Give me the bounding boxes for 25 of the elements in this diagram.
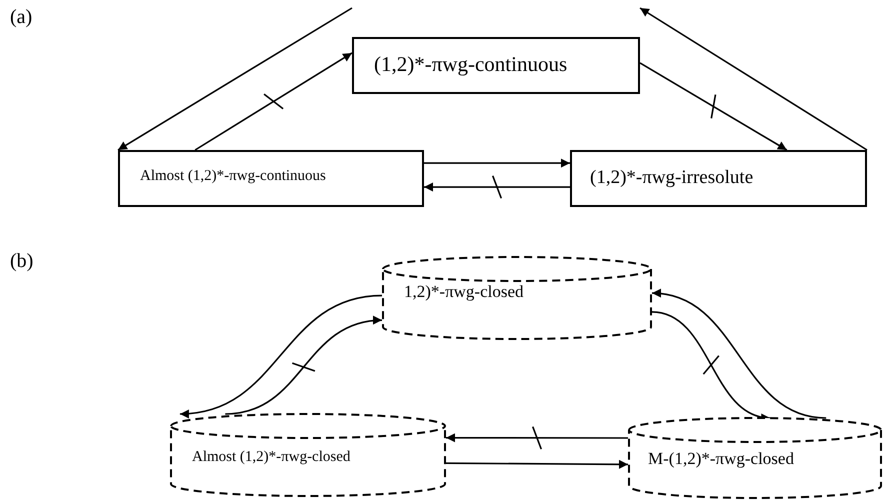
arrow [180, 294, 382, 418]
node-label: Almost (1,2)*-πwg-continuous [140, 168, 326, 185]
arrow [194, 52, 352, 151]
process-box [118, 150, 424, 207]
panel-label: (b) [10, 250, 34, 273]
panel-label: (a) [10, 6, 32, 29]
arrow [446, 460, 628, 469]
process-box [570, 150, 867, 207]
dashed-cylinder [628, 418, 882, 498]
process-box [352, 37, 640, 94]
node-label: (1,2)*-πwg-continuous [374, 52, 568, 77]
arrow [225, 316, 382, 415]
node-label: Almost (1,2)*-πwg-closed [192, 449, 350, 466]
arrow [640, 62, 788, 151]
arrow [446, 433, 628, 442]
dashed-cylinder [382, 257, 652, 339]
arrow [424, 158, 570, 168]
dashed-cylinder [170, 414, 446, 496]
node-label: M-(1,2)*-πwg-closed [648, 449, 794, 469]
arrow [652, 290, 826, 419]
node-label: (1,2)*-πwg-irresolute [590, 167, 754, 189]
node-label: 1,2)*-πwg-closed [404, 282, 524, 302]
arrow [640, 7, 868, 151]
arrow [424, 182, 570, 192]
arrow [118, 7, 352, 151]
